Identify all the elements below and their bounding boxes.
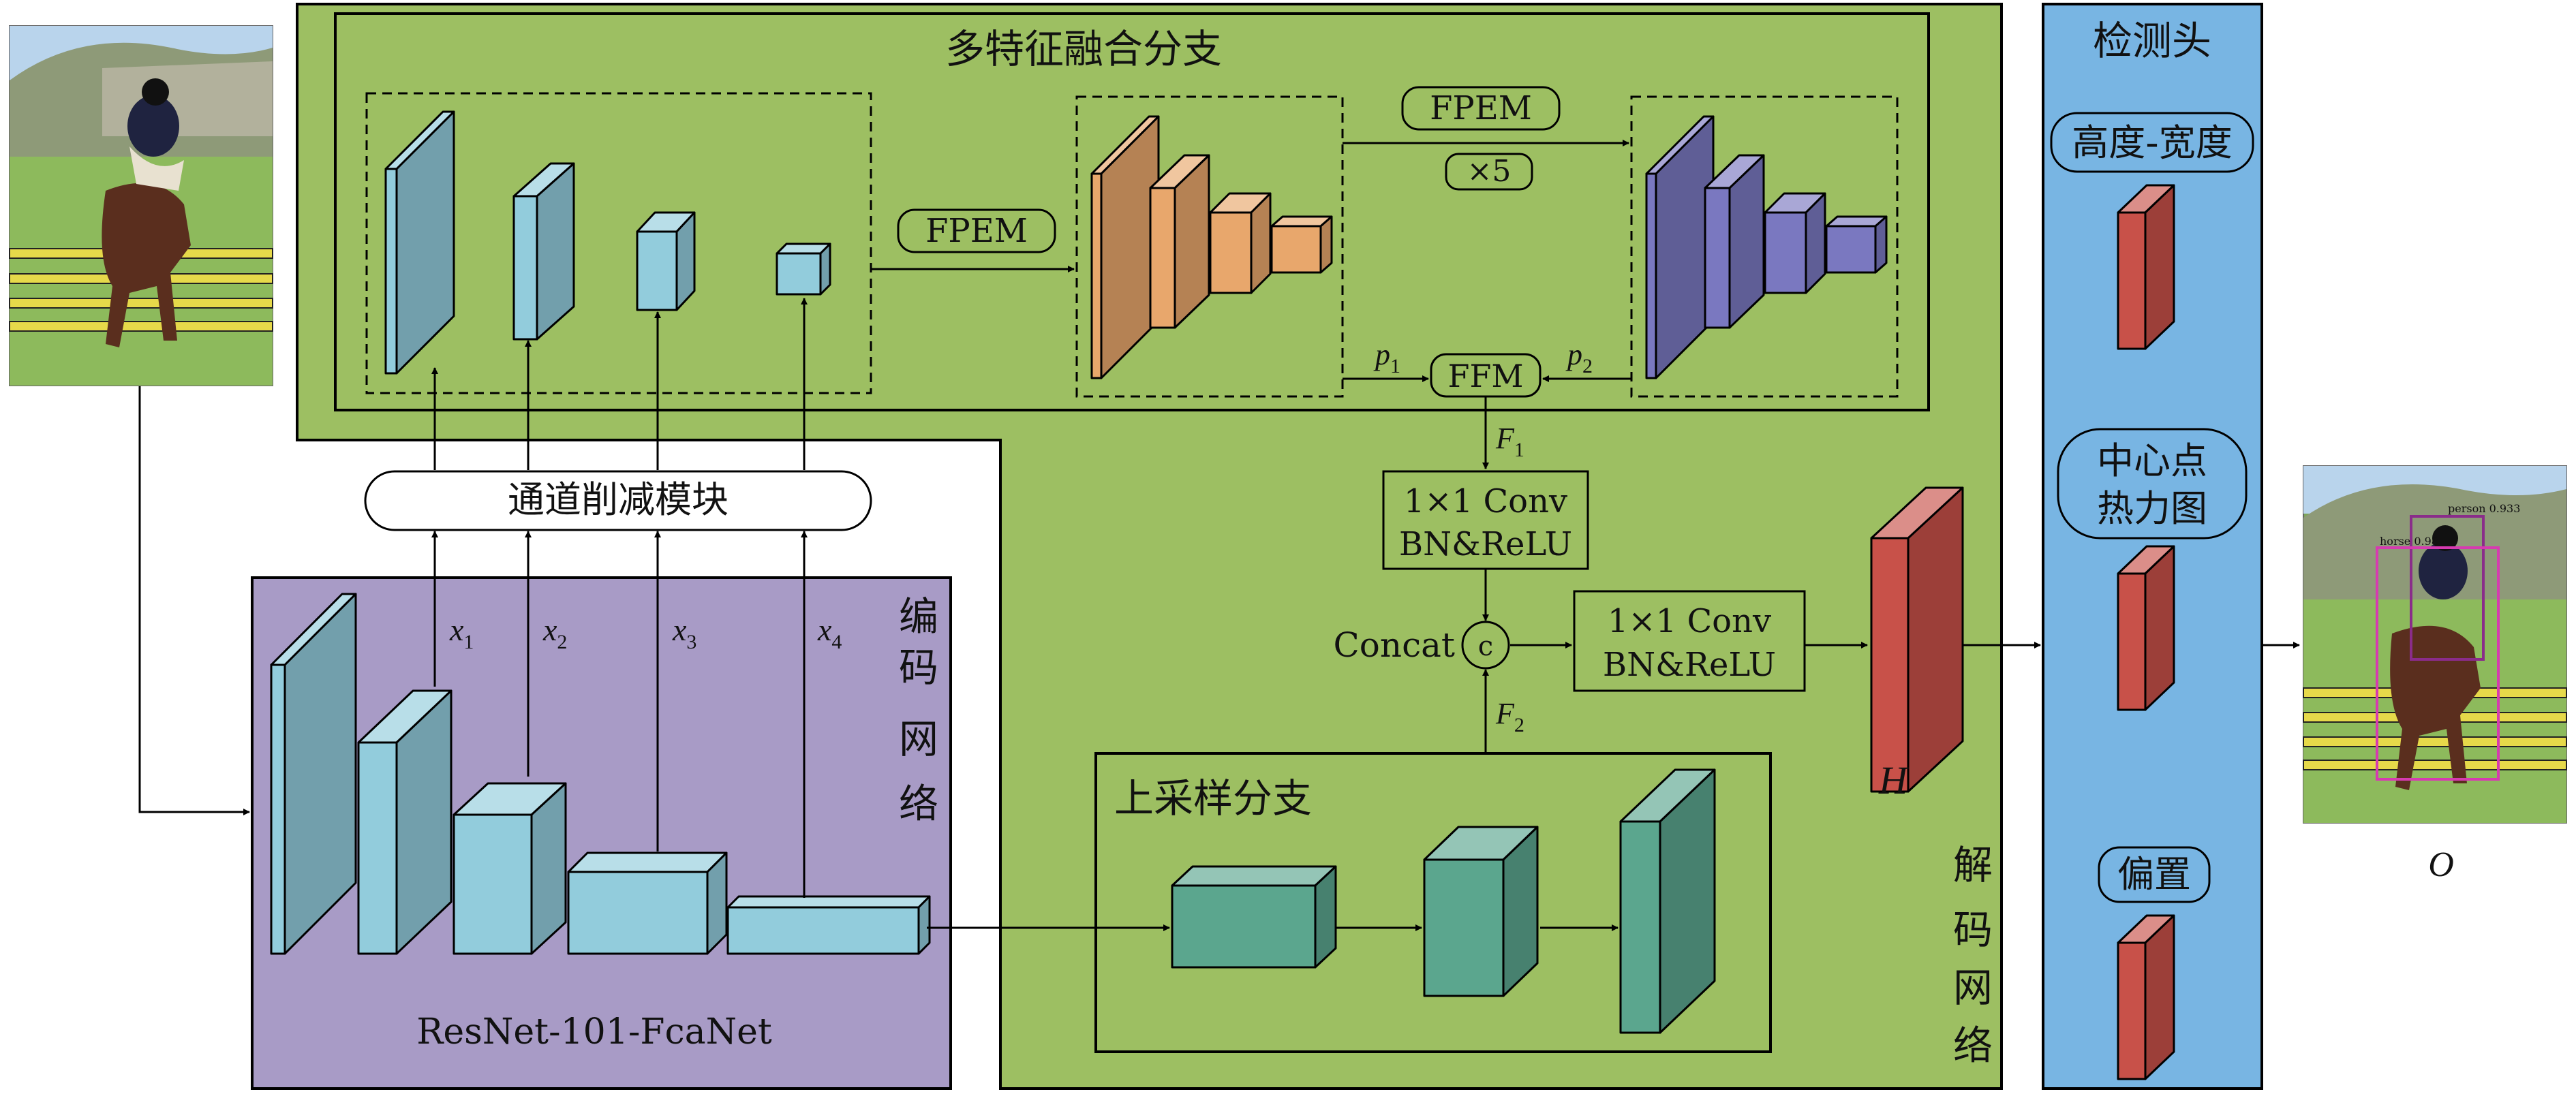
- head-offset-block: [2117, 914, 2175, 1080]
- fusion-branch-title: 多特征融合分支: [945, 26, 1222, 72]
- detection-box-horse: [2376, 546, 2500, 781]
- encoder-stage-4: [567, 851, 728, 955]
- repeat-x5-label: ×5: [1445, 153, 1533, 191]
- encoder-stage-3: [453, 782, 567, 955]
- svg-text:1×1 Conv: 1×1 Conv: [1404, 482, 1567, 520]
- fpem2-feature-2: [1704, 154, 1765, 329]
- detection-caption-horse: horse 0.98: [2380, 535, 2438, 548]
- upsample-branch-title: 上采样分支: [1114, 775, 1312, 822]
- channel-reduction-module: 通道削减模块: [364, 470, 872, 531]
- decoder-network-panel: [296, 3, 2003, 1090]
- decoder-title: 解 码 网 络: [1953, 842, 1993, 1069]
- detection-box-person: [2410, 515, 2485, 661]
- pyramid-feature-3: [636, 211, 696, 311]
- svg-text:1×1 Conv: 1×1 Conv: [1608, 602, 1771, 640]
- input-image: [9, 25, 273, 386]
- encoder-stage-5: [726, 895, 931, 955]
- detection-caption-person: person 0.933: [2448, 502, 2520, 515]
- input-to-encoder-arrow: [138, 386, 250, 815]
- svg-text:FPEM: FPEM: [1430, 89, 1532, 127]
- fpem1-feature-3: [1209, 192, 1272, 294]
- fpem2-feature-4: [1825, 215, 1888, 274]
- x1-label: x1: [449, 612, 474, 653]
- detection-head-title: 检测头: [2093, 18, 2211, 64]
- encoder-stage-1: [270, 593, 357, 955]
- output-o-label: O: [2428, 845, 2454, 884]
- output-h-block: [1870, 486, 1964, 793]
- h-label: H: [1878, 758, 1910, 802]
- upsample-feature-1: [1171, 865, 1337, 969]
- fusion-branch-frame: [334, 12, 1930, 411]
- p1-label: p1: [1373, 338, 1400, 377]
- fpem1-feature-2: [1149, 154, 1210, 329]
- svg-text:解: 解: [1953, 842, 1993, 888]
- fpem-stage2-group: [1630, 95, 1899, 398]
- fpem1-feature-1: [1090, 115, 1160, 379]
- svg-text:络: 络: [899, 781, 938, 827]
- svg-text:中心点: 中心点: [2097, 439, 2207, 482]
- svg-text:×5: ×5: [1467, 154, 1512, 189]
- head-size-block: [2117, 184, 2175, 350]
- upsample-branch-frame: [1094, 752, 1772, 1053]
- pyramid-feature-4: [776, 243, 831, 296]
- encoder-title: 编 码 网 络: [899, 593, 938, 827]
- fpem-stage1-group: [1075, 95, 1344, 398]
- svg-text:编: 编: [899, 593, 938, 640]
- conv-bn-relu-1: 1×1 Conv BN&ReLU: [1382, 470, 1589, 570]
- svg-text:码: 码: [899, 644, 938, 691]
- p2-label: p2: [1565, 338, 1593, 377]
- concat-label: Concat: [1334, 625, 1455, 665]
- backbone-label: ResNet-101-FcaNet: [416, 1012, 772, 1052]
- pyramid-feature-2: [512, 162, 575, 341]
- conv-bn-relu-2: 1×1 Conv BN&ReLU: [1573, 590, 1806, 692]
- svg-text:通道削减模块: 通道削减模块: [508, 478, 729, 521]
- svg-text:热力图: 热力图: [2097, 487, 2207, 530]
- x3-label: x3: [672, 612, 696, 653]
- upsample-feature-3: [1619, 768, 1716, 1034]
- head-output-offset: 偏置: [2098, 846, 2211, 903]
- pyramid-feature-1: [384, 110, 455, 375]
- svg-text:FFM: FFM: [1448, 358, 1524, 394]
- upsample-feature-2: [1423, 826, 1539, 997]
- encoder-stage-2: [357, 689, 453, 955]
- x4-label: x4: [817, 612, 842, 653]
- head-output-heatmap: 中心点 热力图: [2057, 428, 2248, 540]
- svg-text:偏置: 偏置: [2117, 853, 2191, 896]
- svg-text:码: 码: [1953, 907, 1993, 953]
- f2-label: F2: [1495, 697, 1524, 736]
- fpem2-feature-3: [1764, 192, 1826, 294]
- svg-text:FPEM: FPEM: [925, 212, 1028, 250]
- svg-text:网: 网: [899, 716, 938, 762]
- x2-label: x2: [542, 612, 567, 653]
- concat-node: c: [1461, 621, 1510, 670]
- output-image: person 0.933 horse 0.98: [2303, 465, 2567, 824]
- svg-text:高度-宽度: 高度-宽度: [2072, 121, 2233, 164]
- head-heatmap-block: [2117, 545, 2175, 711]
- head-output-size: 高度-宽度: [2050, 112, 2254, 173]
- fpem-label-1: FPEM: [897, 208, 1056, 253]
- svg-text:BN&ReLU: BN&ReLU: [1603, 646, 1776, 684]
- ffm-module: FFM: [1430, 353, 1542, 398]
- pyramid-input-group: [365, 92, 872, 394]
- fpem-label-2: FPEM: [1401, 86, 1561, 131]
- svg-text:BN&ReLU: BN&ReLU: [1399, 525, 1572, 563]
- fpem2-feature-1: [1645, 115, 1715, 379]
- svg-text:络: 络: [1953, 1022, 1993, 1069]
- svg-text:网: 网: [1953, 965, 1993, 1011]
- f1-label: F1: [1495, 422, 1524, 461]
- svg-text:c: c: [1478, 631, 1493, 662]
- fpem1-feature-4: [1270, 215, 1333, 274]
